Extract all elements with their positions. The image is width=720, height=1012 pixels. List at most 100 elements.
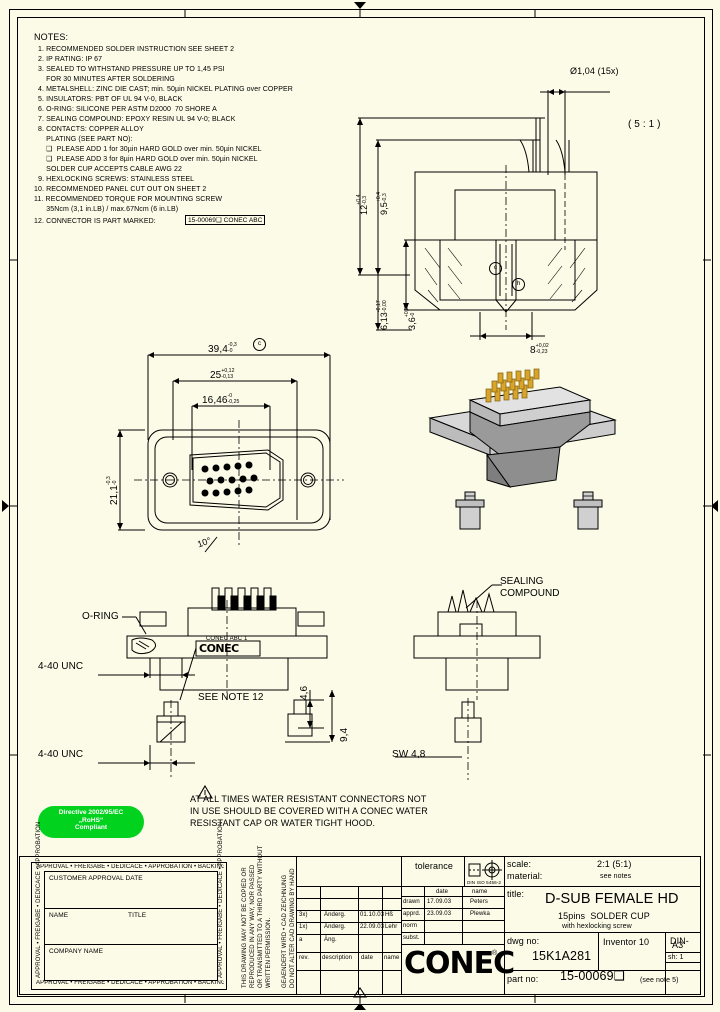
rev-r7 — [296, 970, 402, 971]
side-view-geometry — [98, 587, 328, 780]
rev-row-1-name: Lehr — [385, 924, 398, 930]
title-label: title: — [507, 889, 525, 899]
rohs-label: „RoHS“ — [78, 816, 104, 824]
rev-row-0-name: Hß — [385, 912, 394, 918]
row-drawn-name: Peters — [470, 899, 488, 905]
rev-row-1-date: 22.09.03 — [360, 924, 385, 930]
note-8: 8. CONTACTS: COPPER ALLOY — [38, 126, 144, 133]
rohs-badge: Directive 2002/95/EC „RoHS“ Compliant — [38, 806, 144, 838]
nd-v2 — [462, 886, 463, 944]
isometric-view-geometry — [428, 368, 617, 530]
row-apprd-label: apprd. — [403, 911, 421, 917]
warning-triangle-icon — [197, 784, 213, 799]
notes-title: NOTES: — [34, 32, 69, 42]
standard-label: DIN- — [670, 936, 689, 946]
rev-table-left-edge — [296, 856, 297, 995]
projection-symbol-icon — [468, 860, 502, 880]
customer-divider-2 — [44, 944, 218, 945]
tolerance-label: tolerance — [415, 861, 453, 871]
rev-row-0-date: 01.10.03 — [360, 912, 385, 918]
note-11b: 35Ncm (3,1 in.LB) / max.67Ncm (6 in.LB) — [34, 206, 179, 213]
rev-r3 — [296, 910, 402, 911]
tb-div-h4 — [665, 952, 701, 953]
nd-h5 — [401, 944, 504, 945]
rev-col-1 — [320, 886, 321, 995]
rev-r4 — [296, 922, 402, 923]
dim-unc-bottom: 4-40 UNC — [38, 749, 84, 760]
note-10: 10. RECOMMENDED PANEL CUT OUT ON SHEET 2 — [34, 186, 207, 193]
cad-system-value: Inventor 10 — [603, 937, 650, 947]
rev-row-0-rev: 3x) — [299, 912, 308, 918]
row-subst-label: subst. — [403, 935, 420, 941]
note-8-plating: PLATING (SEE PART NO): — [38, 136, 133, 143]
projection-standard-label: DIN ISO 5456-2 — [467, 880, 502, 885]
rev-row-1-desc: Änderg. — [324, 924, 346, 930]
note-8-opt1: ❑ PLEASE ADD 1 for 30µin HARD GOLD over … — [38, 146, 262, 153]
tb-div-h1 — [401, 886, 701, 887]
material-value: see notes — [600, 873, 632, 880]
rev-row-1-rev: 1x) — [299, 924, 308, 930]
front-view-geometry — [117, 352, 344, 553]
note-6: 6. O-RING: SILICONE PER ASTM D2000 70 SH… — [38, 106, 217, 113]
rev-header-name: name — [384, 955, 400, 961]
format-label: A3 — [672, 940, 684, 950]
detail-scale-label: ( 5 : 1 ) — [628, 119, 661, 130]
tb-div-h2 — [504, 932, 701, 933]
title-sub-1: 15pins SOLDER CUP — [558, 911, 650, 921]
rohs-compliant: Compliant — [74, 824, 108, 832]
nd-h2 — [401, 908, 504, 909]
note-4: 4. METALSHELL: ZINC DIE CAST; min. 50µin… — [38, 86, 293, 93]
nd-h1 — [401, 896, 504, 897]
customer-title-label: TITLE — [128, 912, 147, 919]
material-label: material: — [507, 871, 543, 881]
section-view-geometry — [357, 89, 610, 340]
note-7: 7. SEALING COMPOUND: EPOXY RESIN UL 94 V… — [38, 116, 236, 123]
dim-8: 8 +0,02-0,23 — [530, 343, 549, 356]
rev-r5 — [296, 934, 402, 935]
tb-div-h3 — [504, 970, 701, 971]
nd-h3 — [401, 920, 504, 921]
customer-inner-frame — [44, 871, 218, 981]
dim-unc-top: 4-40 UNC — [38, 661, 84, 672]
part-no-value: 15-00069❑ — [560, 969, 625, 983]
scale-label: scale: — [507, 859, 532, 869]
tb-div-v1 — [464, 856, 465, 886]
datum-c-section: c — [489, 262, 502, 275]
rev-row-2-desc: Äng. — [324, 937, 337, 943]
rev-right-edge — [401, 856, 402, 995]
scale-value: 2:1 (5:1) — [597, 859, 632, 869]
callout-sealing-compound: SEALING COMPOUND — [500, 576, 560, 599]
title-main: D-SUB FEMALE HD — [545, 891, 679, 907]
rev-row-0-desc: Änderg. — [324, 912, 346, 918]
rev-header-rev: rev. — [299, 955, 309, 961]
tb-div-v3 — [598, 932, 599, 970]
tb-div-v2 — [504, 856, 505, 995]
row-apprd-name: Plewka — [470, 911, 490, 917]
part-no-label: part no: — [507, 974, 539, 984]
note-3: 3. SEALED TO WITHSTAND PRESSURE UP TO 1,… — [38, 66, 225, 73]
note-9: 9. HEXLOCKING SCREWS: STAINLESS STEEL — [34, 176, 195, 183]
sheet-no-label: sh: 1 — [668, 954, 684, 961]
row-norm-label: norm — [403, 923, 418, 929]
conec-logo: CONEC — [404, 946, 515, 981]
customer-border-bottom: APPROVAL • FREIGABE • DEDICACE • APPROBA… — [36, 980, 224, 986]
callout-see-note-12: SEE NOTE 12 — [198, 692, 264, 703]
tb-div-v4 — [665, 932, 666, 995]
note-8-opt3: ❑ PLEASE ADD 3 for 8µin HARD GOLD over m… — [38, 156, 258, 163]
dim-sw: SW 4,8 — [392, 749, 426, 760]
dim-hole-diameter: Ø1,04 (15x) — [570, 66, 619, 76]
part-mark-text: CONEC ABC 1 — [206, 636, 248, 642]
customer-divider-1 — [44, 908, 218, 909]
note-11: 11. RECOMMENDED TORQUE FOR MOUNTING SCRE… — [34, 196, 223, 203]
customer-approval-date-label: CUSTOMER APPROVAL DATE — [49, 875, 143, 882]
part-no-note: (see note 5) — [640, 977, 679, 984]
dim-25: 25 +0,12-0,13 — [210, 368, 235, 381]
warning-line-1: AT ALL TIMES WATER RESISTANT CONNECTORS … — [190, 794, 427, 804]
tb-div-h5 — [665, 962, 701, 963]
warning-line-2: IN USE SHOULD BE COVERED WITH A CONEC WA… — [190, 806, 428, 816]
note-12: 12. CONNECTOR IS PART MARKED: — [34, 218, 156, 225]
callout-oring: O-RING — [82, 611, 119, 622]
nd-h4 — [401, 932, 504, 933]
